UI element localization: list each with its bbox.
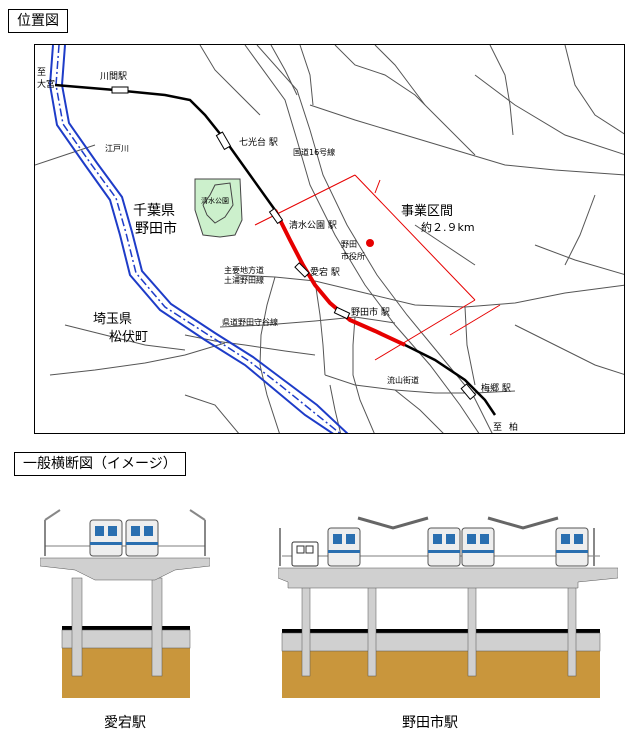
project-extent-lines [254,174,501,361]
location-map: 至 大宮 川間駅 江戸川 七光台 駅 国道16号線 千葉県 野田市 清水公園 清… [34,44,625,434]
train-car-right [125,519,159,557]
train-car-left [89,519,123,557]
shimizu-park-outline [202,182,234,224]
chiba-label-2: 野田市 [135,220,177,237]
city-hall-label-1: 野田 [341,240,357,249]
to-kashiwa-label-2: 柏 [509,421,518,433]
saitama-label-1: 埼玉県 [93,312,132,327]
cross-section-title: 一般横断図（イメージ） [14,452,186,476]
atago-station-marker [294,262,310,278]
shimizu-park-label: 清水公園 [201,196,229,205]
underground-structure [281,632,601,652]
main-road-label-1: 主要地方道 [224,265,264,275]
platform-roof-left [357,516,429,530]
viaduct-deck [278,567,618,589]
chiba-label-1: 千葉県 [133,203,175,219]
edogawa-river [48,45,349,433]
shimizukoen-station-marker [268,207,284,225]
train-car-2 [427,527,461,567]
train-car-1 [327,527,361,567]
city-hall-marker [366,239,374,247]
kawama-station-marker [111,86,129,94]
nodashi-cross-section [278,516,618,698]
to-omiya-label-2: 大宮 [37,78,55,90]
nanakodai-station-marker [215,131,232,151]
city-hall-label-2: 市役所 [341,251,365,261]
route16-label: 国道16号線 [293,147,335,157]
to-kashiwa-label-1: 至 [493,422,502,433]
shimizukoen-station-label: 清水公園 駅 [289,219,337,231]
main-road-label-2: 土浦野田線 [224,275,264,285]
edogawa-label: 江戸川 [105,144,129,153]
atago-cross-section [40,509,210,698]
atago-station-caption: 愛宕駅 [104,715,146,731]
nodashi-station-label: 野田市 駅 [351,306,390,318]
to-omiya-label-1: 至 [37,67,46,78]
platform-roof-frame [44,509,206,556]
map-canvas: 至 大宮 川間駅 江戸川 七光台 駅 国道16号線 千葉県 野田市 清水公園 清… [35,45,624,433]
station-markers [111,86,477,400]
road-network [35,45,624,433]
kawama-station-label: 川間駅 [100,71,127,82]
nodashi-station-caption: 野田市駅 [402,715,458,731]
ground-surface [282,629,600,633]
platform-roof-right [487,516,559,530]
pier-right [151,577,163,677]
saitama-label-2: 松伏町 [109,330,148,345]
project-section-line [273,209,406,347]
project-length-label: 約２.９km [421,220,475,234]
viaduct-deck [40,557,210,581]
railway-line-south [404,343,497,416]
train-car-3 [461,527,495,567]
pier-left [71,577,83,677]
location-map-title: 位置図 [8,9,68,33]
shimizu-park-area [194,178,243,238]
ground-surface [62,626,190,630]
atago-station-label: 愛宕 駅 [310,266,340,278]
nanakodai-station-label: 七光台 駅 [239,136,278,148]
service-car [291,541,319,567]
train-car-4 [555,527,589,567]
umesato-station-marker [460,383,477,400]
nodashi-station-marker [333,306,351,320]
umesato-station-label: 梅郷 駅 [481,382,511,394]
project-section-label: 事業区間 [401,203,453,219]
nagareyama-road-label: 流山街道 [387,375,419,385]
noda-moriya-road-label: 県道野田守谷線 [222,317,278,327]
